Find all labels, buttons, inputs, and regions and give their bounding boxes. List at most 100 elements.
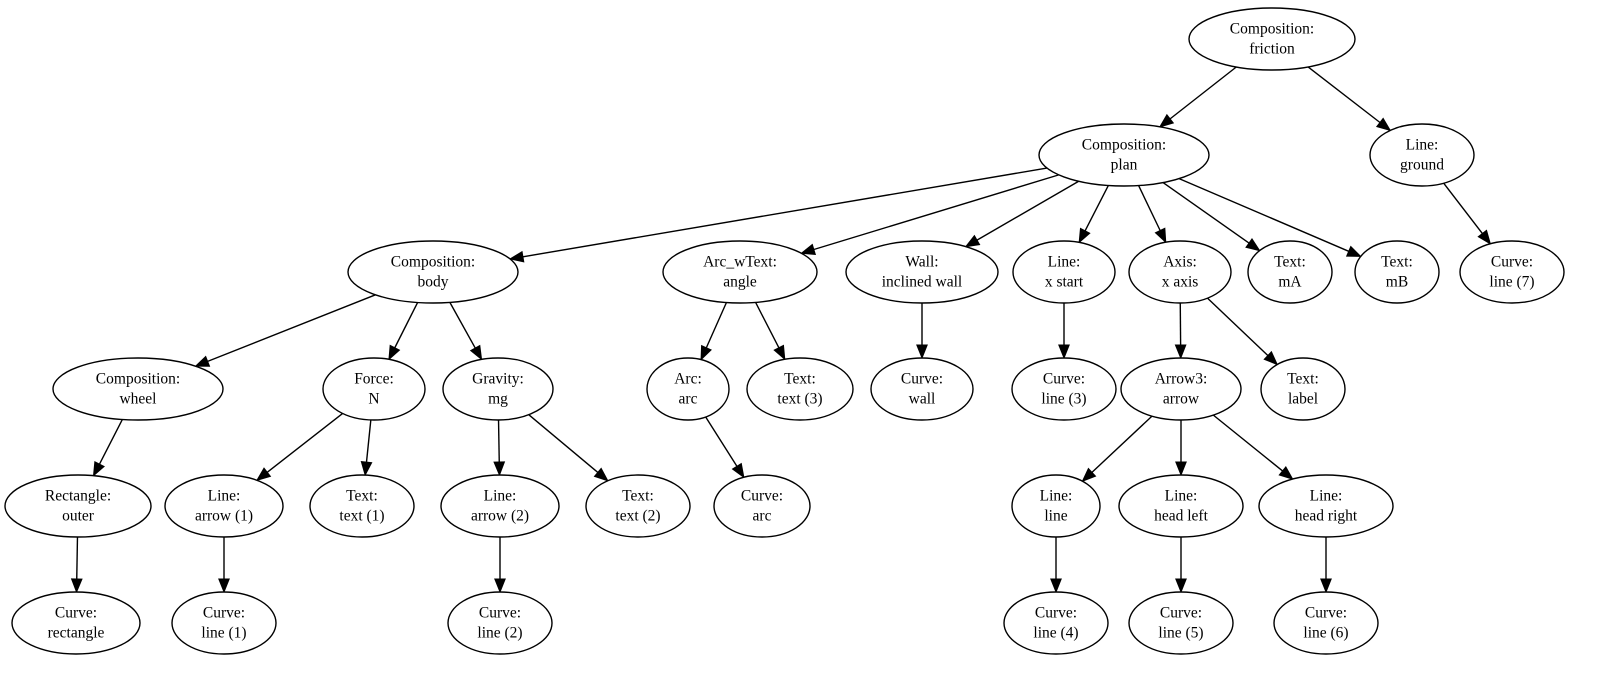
graph-node[interactable]: Line:ground	[1369, 123, 1475, 187]
graph-node[interactable]: Line:x start	[1012, 240, 1116, 304]
node-label-type: Curve:	[1305, 605, 1347, 622]
node-ellipse[interactable]	[1459, 240, 1565, 304]
node-ellipse[interactable]	[746, 357, 854, 421]
graph-node[interactable]: Composition:wheel	[52, 357, 224, 421]
arrowhead-icon	[1154, 227, 1167, 244]
graph-node[interactable]: Text:label	[1260, 357, 1346, 421]
node-ellipse[interactable]	[1369, 123, 1475, 187]
graph-node[interactable]: Line:arrow (1)	[164, 474, 284, 538]
graph-edge	[1307, 66, 1392, 132]
node-ellipse[interactable]	[1118, 474, 1244, 538]
node-ellipse[interactable]	[347, 240, 519, 304]
node-ellipse[interactable]	[1011, 474, 1101, 538]
graph-edge	[70, 536, 83, 594]
node-ellipse[interactable]	[1038, 123, 1210, 187]
edge-line	[754, 302, 780, 349]
node-ellipse[interactable]	[1273, 591, 1379, 655]
node-label-name: x start	[1045, 274, 1084, 291]
node-ellipse[interactable]	[1128, 240, 1232, 304]
node-label-type: Composition:	[391, 254, 475, 271]
node-label-name: wheel	[119, 391, 156, 408]
graph-node[interactable]: Text:text (3)	[746, 357, 854, 421]
node-label-name: text (2)	[615, 508, 660, 525]
node-ellipse[interactable]	[52, 357, 224, 421]
graph-node[interactable]: Text:mB	[1354, 240, 1440, 304]
edge-line	[1084, 185, 1109, 232]
graph-node[interactable]: Curve:wall	[870, 357, 974, 421]
graph-node[interactable]: Curve:line (1)	[171, 591, 277, 655]
node-ellipse[interactable]	[171, 591, 277, 655]
node-ellipse[interactable]	[1188, 7, 1356, 71]
arrowhead-icon	[1050, 578, 1062, 594]
node-ellipse[interactable]	[1003, 591, 1109, 655]
graph-node[interactable]: Text:text (2)	[585, 474, 691, 538]
arrowhead-icon	[218, 578, 230, 594]
graph-node[interactable]: Arrow3:arrow	[1120, 357, 1242, 421]
graph-node[interactable]: Arc_wText:angle	[662, 240, 818, 304]
node-label-name: text (3)	[777, 391, 822, 408]
node-ellipse[interactable]	[447, 591, 553, 655]
edge-line	[1162, 181, 1250, 244]
graph-node[interactable]: Curve:line (7)	[1459, 240, 1565, 304]
graph-node[interactable]: Text:mA	[1247, 240, 1333, 304]
graph-node[interactable]: Curve:line (6)	[1273, 591, 1379, 655]
node-label-type: Arc_wText:	[703, 254, 777, 271]
node-ellipse[interactable]	[4, 474, 152, 538]
graph-node[interactable]: Composition:plan	[1038, 123, 1210, 187]
edge-line	[207, 294, 376, 363]
node-ellipse[interactable]	[870, 357, 974, 421]
graph-edge	[1175, 537, 1187, 594]
node-ellipse[interactable]	[1354, 240, 1440, 304]
arrowhead-icon	[1263, 350, 1279, 366]
arrowhead-icon	[255, 467, 272, 482]
node-ellipse[interactable]	[662, 240, 818, 304]
graph-node[interactable]: Line:head left	[1118, 474, 1244, 538]
node-ellipse[interactable]	[585, 474, 691, 538]
node-label-type: Arc:	[674, 371, 702, 388]
graph-node[interactable]: Axis:x axis	[1128, 240, 1232, 304]
graph-node[interactable]: Text:text (1)	[309, 474, 415, 538]
node-ellipse[interactable]	[1128, 591, 1234, 655]
arrowhead-icon	[194, 355, 211, 367]
graph-node[interactable]: Rectangle:outer	[4, 474, 152, 538]
node-ellipse[interactable]	[1011, 357, 1117, 421]
graph-node[interactable]: Gravity:mg	[442, 357, 554, 421]
node-ellipse[interactable]	[11, 591, 141, 655]
arrowhead-icon	[800, 243, 817, 256]
graph-node[interactable]: Line:head right	[1258, 474, 1394, 538]
node-label-name: mB	[1386, 274, 1408, 291]
node-ellipse[interactable]	[442, 357, 554, 421]
node-ellipse[interactable]	[646, 357, 730, 421]
node-ellipse[interactable]	[1260, 357, 1346, 421]
node-ellipse[interactable]	[1012, 240, 1116, 304]
edge-line	[528, 414, 599, 473]
graph-node[interactable]: Curve:rectangle	[11, 591, 141, 655]
node-ellipse[interactable]	[713, 474, 811, 538]
node-ellipse[interactable]	[322, 357, 426, 421]
arrowhead-icon	[773, 344, 786, 361]
node-ellipse[interactable]	[1120, 357, 1242, 421]
graph-node[interactable]: Curve:line (3)	[1011, 357, 1117, 421]
edge-line	[1212, 414, 1283, 472]
node-ellipse[interactable]	[1258, 474, 1394, 538]
graph-node[interactable]: Line:line	[1011, 474, 1101, 538]
graph-node[interactable]: Arc:arc	[646, 357, 730, 421]
graph-node[interactable]: Composition:friction	[1188, 7, 1356, 71]
graph-node[interactable]: Force:N	[322, 357, 426, 421]
graph-node[interactable]: Wall:inclined wall	[845, 240, 999, 304]
graph-node[interactable]: Curve:arc	[713, 474, 811, 538]
graph-node[interactable]: Composition:body	[347, 240, 519, 304]
edges-layer	[70, 66, 1492, 594]
graph-edge	[1175, 420, 1187, 477]
node-ellipse[interactable]	[845, 240, 999, 304]
graph-node[interactable]: Curve:line (4)	[1003, 591, 1109, 655]
graph-node[interactable]: Line:arrow (2)	[440, 474, 560, 538]
graph-edge	[700, 302, 728, 361]
node-ellipse[interactable]	[440, 474, 560, 538]
node-label-name: head left	[1154, 508, 1208, 525]
graph-node[interactable]: Curve:line (5)	[1128, 591, 1234, 655]
node-ellipse[interactable]	[1247, 240, 1333, 304]
graph-node[interactable]: Curve:line (2)	[447, 591, 553, 655]
node-ellipse[interactable]	[164, 474, 284, 538]
node-ellipse[interactable]	[309, 474, 415, 538]
